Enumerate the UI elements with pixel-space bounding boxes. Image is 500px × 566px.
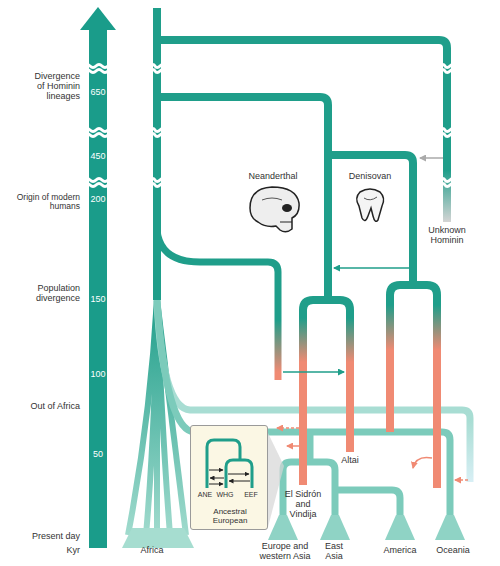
lineage: [128, 300, 157, 535]
gene-flow-arrow: [455, 479, 468, 481]
lineage-name: Neanderthal: [238, 172, 308, 182]
early-modern-lineage: [157, 230, 278, 380]
america-lineage: [335, 490, 400, 528]
admixture-arrow: [209, 484, 223, 485]
oceania-flare: [435, 515, 465, 540]
zoom-wedge: [268, 433, 284, 527]
population-code: ANE: [195, 491, 215, 499]
admixture-arrow: [210, 478, 224, 479]
denisovan-split: [390, 285, 437, 488]
population-name: America: [375, 546, 425, 556]
break-mark: [440, 134, 455, 137]
break-mark: [440, 65, 455, 68]
eurasian-split: [283, 462, 335, 528]
skull-detail: [262, 198, 282, 200]
gene-flow-arrow: [283, 371, 344, 373]
inset-title: Ancestral European: [205, 508, 255, 526]
axis-tick: 100: [85, 370, 111, 380]
skull-detail: [280, 222, 292, 223]
axis-tick: 50: [85, 450, 111, 460]
axis-label: Out of Africa: [4, 402, 80, 412]
gene-flow-arrow: [277, 427, 299, 429]
admixture-arrow: [209, 470, 223, 471]
axis-label: Population divergence: [18, 284, 80, 304]
africa-flare: [122, 528, 194, 548]
eye-socket: [282, 204, 292, 212]
axis-tick: 150: [85, 295, 111, 305]
tooth-detail: [364, 197, 377, 200]
unknown-hominin-lineage: [157, 40, 447, 222]
break-mark: [84, 65, 114, 68]
population-code: WHG: [214, 491, 236, 499]
gene-flow-arrow: [420, 157, 443, 159]
break-mark: [150, 129, 165, 132]
break-mark: [440, 179, 455, 182]
break-mark: [440, 129, 455, 132]
gene-flow-arrow: [334, 267, 409, 269]
hominin-trunk: [153, 8, 161, 300]
population-name: Oceania: [428, 546, 478, 556]
break-mark: [84, 184, 114, 187]
break-mark: [84, 129, 114, 132]
axis-breaks: [84, 65, 455, 187]
break-mark: [150, 179, 165, 182]
break-mark: [440, 184, 455, 187]
axis-label: Origin of modern humans: [14, 193, 80, 212]
specimen-name: Altai: [330, 456, 370, 466]
skull-illustration: [250, 187, 299, 232]
skull-outline: [250, 187, 299, 232]
axis-label: Present day: [10, 532, 80, 542]
east-asia-flare: [320, 515, 350, 540]
axis-arrowhead: [80, 7, 116, 30]
break-mark: [440, 70, 455, 73]
gene-flow-arrow: [413, 457, 432, 468]
break-mark: [150, 65, 165, 68]
specimen-name: El Sidrón and Vindija: [282, 490, 324, 520]
america-flare: [385, 515, 415, 540]
out-of-africa-lineage: [157, 300, 450, 528]
time-axis: [89, 26, 107, 548]
population-name: East Asia: [317, 542, 351, 562]
population-code: EEF: [241, 491, 261, 499]
tooth-outline: [357, 189, 384, 221]
break-mark: [150, 70, 165, 73]
break-mark: [84, 134, 114, 137]
break-mark: [150, 134, 165, 137]
tooth-illustration: [357, 189, 384, 221]
archaic-lineage: [157, 97, 328, 302]
admixture-arrow: [229, 481, 250, 482]
break-mark: [84, 70, 114, 73]
lineage-name: Denisovan: [340, 172, 400, 182]
axis-tick: 650: [85, 88, 111, 98]
axis-unit: Kyr: [40, 546, 80, 556]
denisovan-lineage: [328, 155, 413, 287]
gene-flow-arrow: [287, 445, 299, 447]
admixture-arrow: [228, 474, 249, 475]
break-mark: [150, 184, 165, 187]
population-name: Africa: [127, 546, 177, 556]
lineage: [146, 300, 157, 535]
break-mark: [84, 179, 114, 182]
lineage: [307, 432, 314, 462]
inset-lineage: [226, 460, 252, 488]
population-name: Europe and western Asia: [250, 542, 320, 562]
inset-lineage: [207, 440, 240, 488]
axis-tick: 450: [85, 152, 111, 162]
axis-tick: 200: [85, 195, 111, 205]
lineage-name: Unknown Hominin: [422, 226, 472, 246]
inset-box: ANEWHG EEF Ancestral European: [190, 425, 268, 530]
axis-label: Divergence of Hominin lineages: [30, 72, 80, 102]
